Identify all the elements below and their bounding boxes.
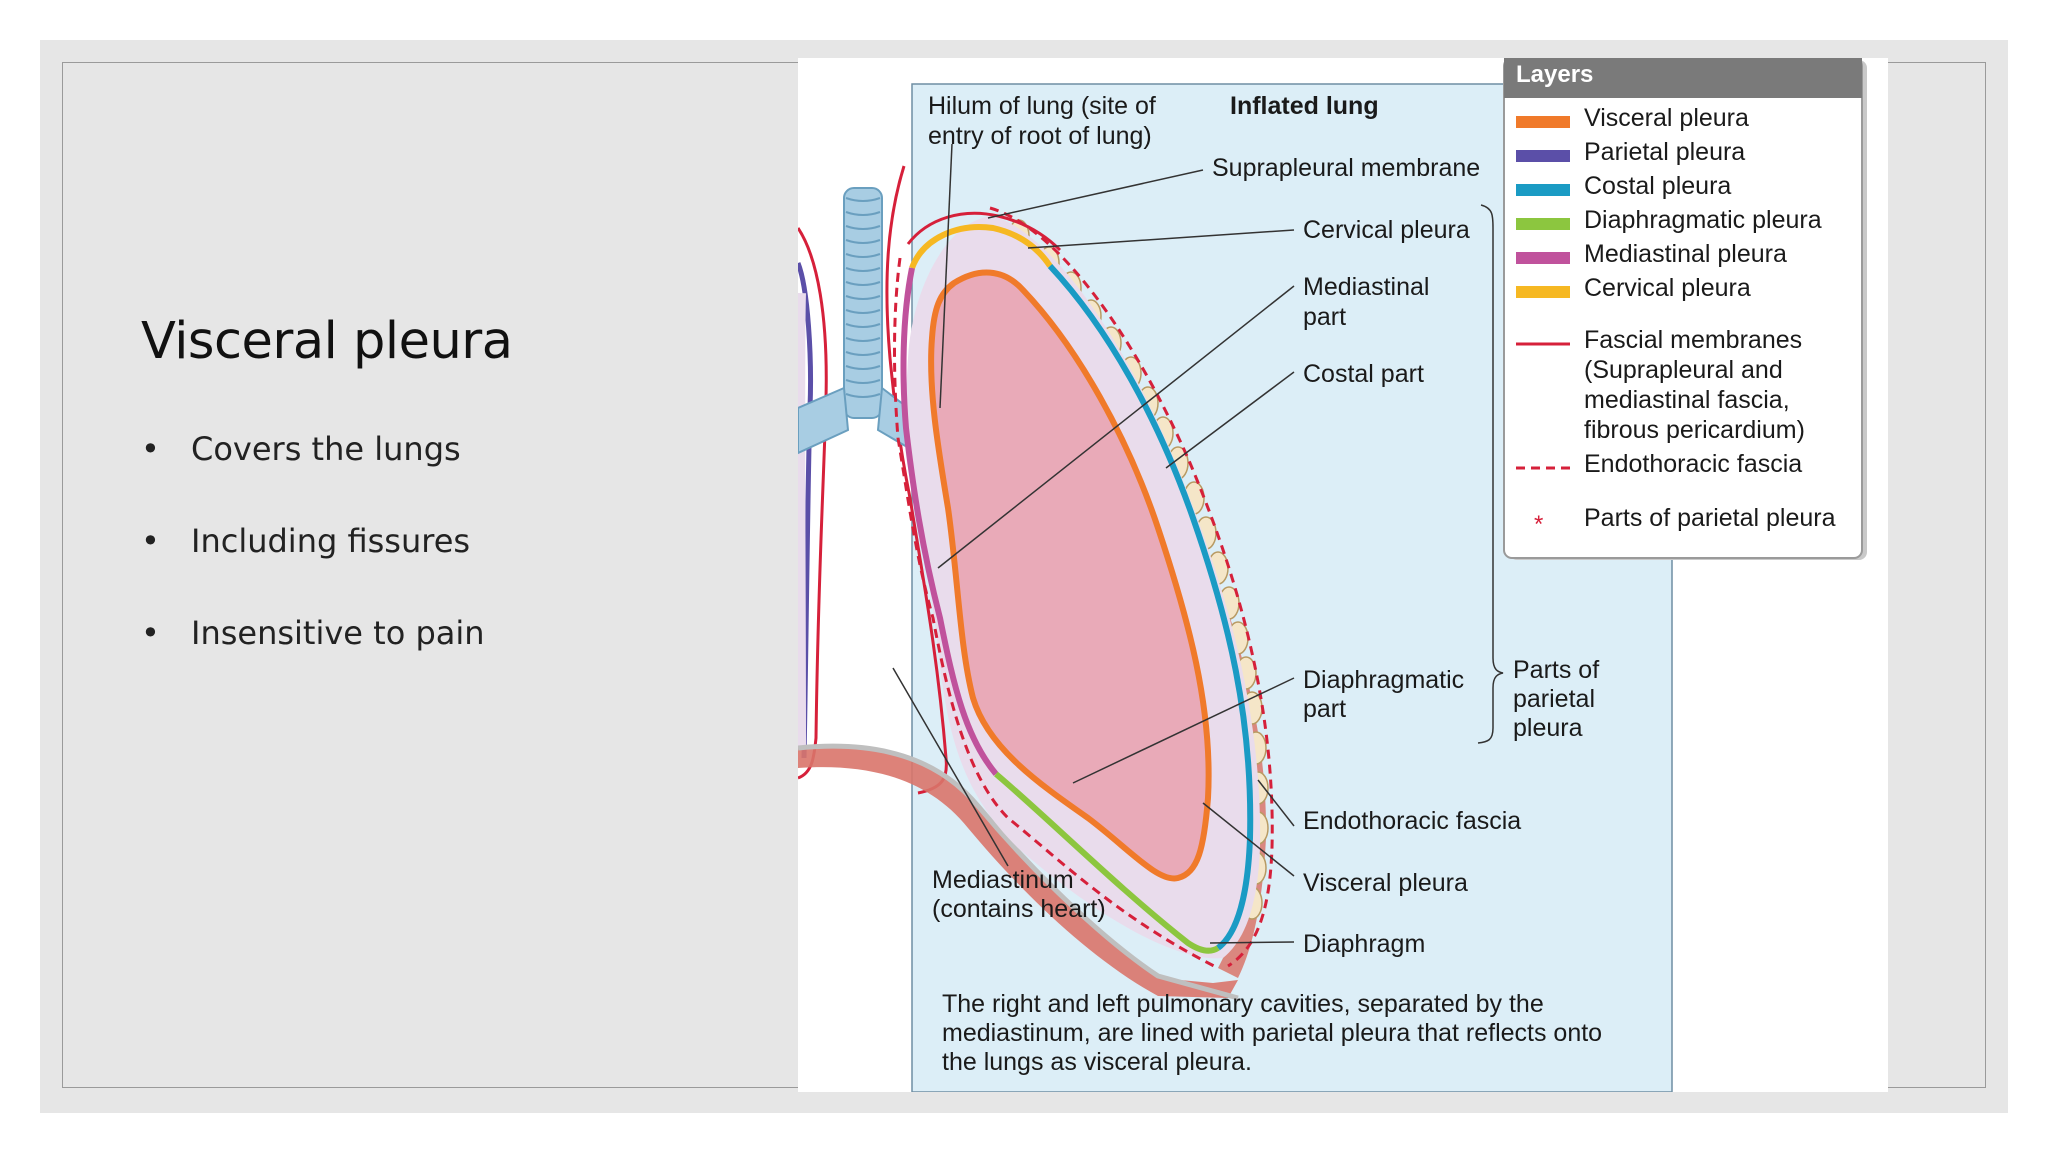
trachea-ring — [845, 351, 881, 356]
parts-of-parietal-pleura-label-line1: Parts of — [1513, 656, 1599, 684]
bullet-dot: • — [141, 522, 160, 560]
legend-item: Parietal pleura — [1516, 138, 1745, 166]
legend-label: Visceral pleura — [1584, 104, 1749, 132]
bullet-dot: • — [141, 614, 160, 652]
parts-of-parietal-pleura-label-line2: parietal — [1513, 685, 1595, 713]
legend-label: Mediastinal pleura — [1584, 240, 1787, 268]
legend-label: mediastinal fascia, — [1584, 386, 1790, 414]
bullet-item: • Insensitive to pain — [141, 614, 485, 652]
mediastinal-pleura-line — [900, 267, 999, 776]
legend-item: Costal pleura — [1516, 172, 1731, 200]
diaphragmatic-pleura-line — [994, 771, 1220, 954]
legend-swatch — [1516, 150, 1570, 162]
legend-item: Visceral pleura — [1516, 104, 1749, 132]
bullet-text: Insensitive to pain — [191, 614, 485, 652]
diaphragm-muscle — [798, 745, 1238, 998]
leader-lines — [892, 143, 1295, 944]
hilum-label-line1: Hilum of lung (site of — [928, 92, 1156, 120]
parts-brace — [1477, 204, 1504, 744]
legend-label: Diaphragmatic pleura — [1584, 206, 1822, 234]
legend-title: Layers — [1516, 61, 1593, 88]
trachea-ring — [845, 211, 881, 216]
legend-swatch — [1516, 116, 1570, 128]
legend-swatch — [1516, 252, 1570, 264]
mediastinal-part-label-line1: Mediastinal — [1303, 273, 1429, 301]
trachea-ring — [845, 323, 881, 328]
legend-label: (Suprapleural and — [1584, 356, 1783, 384]
visceral-pleura-label: Visceral pleura — [1303, 869, 1468, 897]
legend-swatch: * — [1534, 511, 1543, 538]
trachea-ring — [845, 239, 881, 244]
diaphragmatic-part-label-line1: Diaphragmatic — [1303, 666, 1464, 694]
trachea-ring — [845, 337, 881, 342]
legend-item: * Parts of parietal pleura — [1534, 504, 1836, 538]
trachea-ring — [845, 309, 881, 314]
diaphragm-edge — [797, 743, 1239, 1001]
legend-item: Cervical pleura — [1516, 274, 1751, 302]
trachea-ring — [845, 365, 881, 370]
inflated-lung-heading: Inflated lung — [1230, 92, 1379, 120]
legend-swatch — [1516, 286, 1570, 298]
legend-item: Endothoracic fascia — [1516, 450, 1802, 478]
legend-item: Diaphragmatic pleura — [1516, 206, 1822, 234]
caption-line1: The right and left pulmonary cavities, s… — [942, 990, 1544, 1018]
hilum-label-line2: entry of root of lung) — [928, 122, 1152, 150]
endothoracic-fascia-inner — [893, 257, 1219, 970]
legend-swatch — [1516, 184, 1570, 196]
diagram-labels: Hilum of lung (site of entry of root of … — [928, 92, 1602, 1076]
legend-label: fibrous pericardium) — [1584, 416, 1805, 444]
bullet-item: • Covers the lungs — [141, 430, 461, 468]
caption-line3: the lungs as visceral pleura. — [942, 1048, 1252, 1076]
trachea-ring — [845, 379, 881, 384]
left-bronchus — [797, 386, 850, 455]
suprapleural-membrane-label: Suprapleural membrane — [1212, 154, 1480, 182]
pleura-diagram-svg: Hilum of lung (site of entry of root of … — [789, 57, 1888, 1093]
bullet-dot: • — [141, 430, 160, 468]
legend-label: Parietal pleura — [1584, 138, 1745, 166]
costal-pleura-line — [1047, 263, 1254, 951]
legend-label: Parts of parietal pleura — [1584, 504, 1836, 532]
trachea-ring — [845, 281, 881, 286]
pleura-diagram: Hilum of lung (site of entry of root of … — [789, 57, 1888, 1093]
caption-line2: mediastinum, are lined with parietal ple… — [942, 1019, 1602, 1047]
trachea-ring — [845, 197, 881, 202]
legend-header — [1504, 58, 1862, 98]
cervical-pleura-label: Cervical pleura — [1303, 216, 1470, 244]
legend-label: Fascial membranes — [1584, 326, 1802, 354]
bullet-text: Covers the lungs — [191, 430, 461, 468]
endothoracic-fascia-label: Endothoracic fascia — [1303, 807, 1521, 835]
endothoracic-fascia-line — [989, 206, 1274, 968]
trachea-ring — [845, 295, 881, 300]
legend-item: Mediastinal pleura — [1516, 240, 1787, 268]
legend-label: Costal pleura — [1584, 172, 1731, 200]
mediastinum-label-line2: (contains heart) — [932, 895, 1106, 923]
bullet-text: Including fissures — [191, 522, 471, 560]
trachea-ring — [845, 267, 881, 272]
legend-label: Cervical pleura — [1584, 274, 1751, 302]
trachea-ring — [845, 393, 881, 398]
trachea-ring — [845, 253, 881, 258]
bullet-item: • Including fissures — [141, 522, 470, 560]
lung — [928, 269, 1212, 882]
diaphragmatic-part-label-line2: part — [1303, 695, 1346, 723]
legend-swatch — [1516, 218, 1570, 230]
legend-box — [1503, 57, 1863, 559]
slide-title: Visceral pleura — [141, 312, 513, 371]
mediastinum-label-line1: Mediastinum — [932, 866, 1074, 894]
cervical-pleura-line — [909, 224, 1053, 270]
legend-label: Endothoracic fascia — [1584, 450, 1802, 478]
parts-of-parietal-pleura-label-line3: pleura — [1513, 714, 1583, 742]
diaphragm-label: Diaphragm — [1303, 930, 1425, 958]
mediastinal-part-label-line2: part — [1303, 303, 1346, 331]
costal-part-label: Costal part — [1303, 360, 1424, 388]
trachea-ring — [845, 225, 881, 230]
legend-item: Fascial membranes(Suprapleural andmedias… — [1516, 326, 1805, 444]
